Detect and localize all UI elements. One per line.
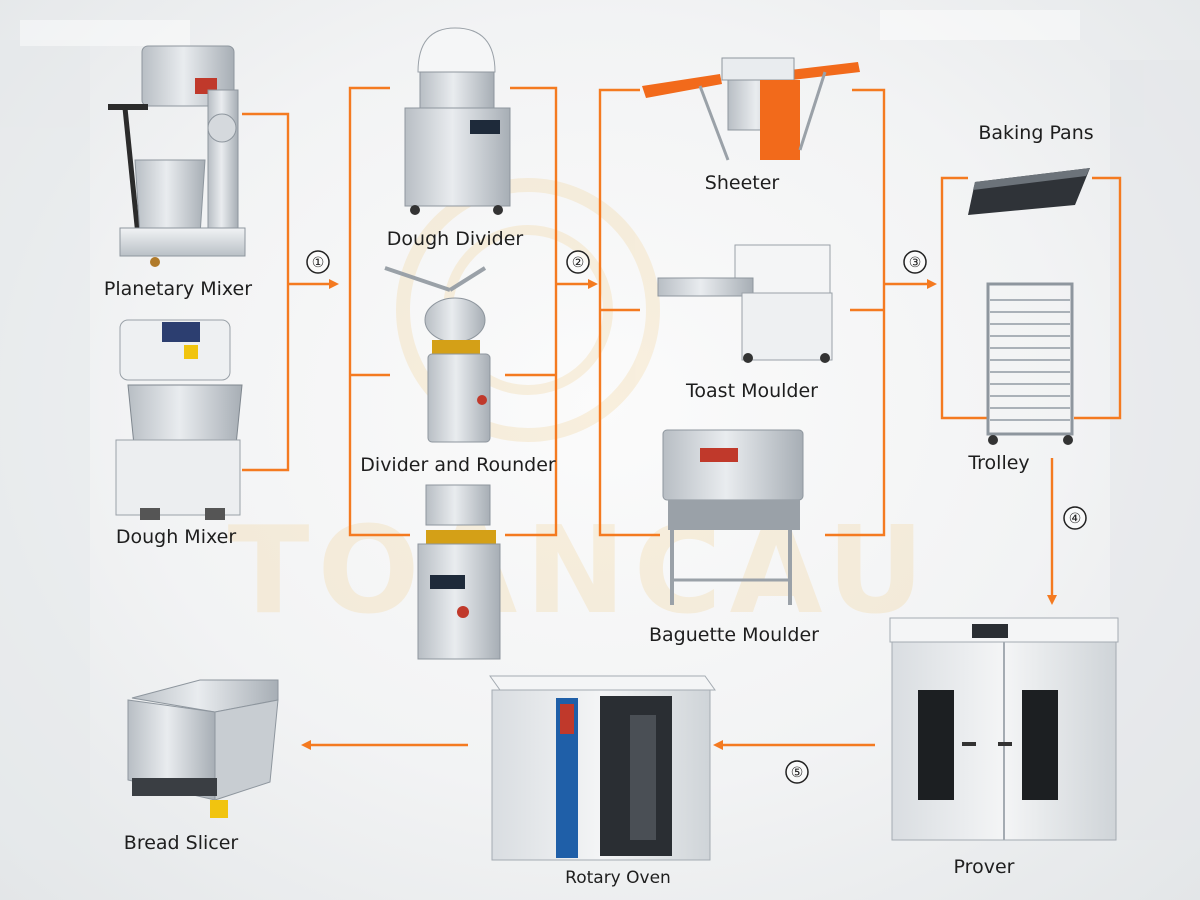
step-5-number: ⑤ xyxy=(791,765,804,781)
dough-divider-label: Dough Divider xyxy=(386,228,524,250)
baking-pans-label: Baking Pans xyxy=(978,122,1094,144)
step-markers: ① ② ③ ④ ⑤ xyxy=(306,250,1087,784)
dough-mixer-image xyxy=(115,319,243,520)
step-3-marker: ③ xyxy=(903,250,927,274)
bread-slicer-label: Bread Slicer xyxy=(123,832,239,854)
dough-mixer-label: Dough Mixer xyxy=(115,526,237,548)
planetary-mixer-label: Planetary Mixer xyxy=(103,278,253,300)
divider-rounder-label: Divider and Rounder xyxy=(360,454,556,476)
step-1-marker: ① xyxy=(306,250,330,274)
step-3-number: ③ xyxy=(909,255,922,271)
bread-slicer-image xyxy=(127,679,279,818)
dough-divider-image xyxy=(404,27,511,215)
prover-image xyxy=(889,617,1119,841)
sheeter-label: Sheeter xyxy=(704,172,780,194)
step-5-marker: ⑤ xyxy=(785,760,809,784)
connector-lines xyxy=(242,86,1122,750)
rotary-oven-label: Rotary Oven xyxy=(565,868,671,888)
planetary-mixer-image xyxy=(108,45,246,267)
trolley-image xyxy=(986,282,1074,445)
background xyxy=(0,10,1200,860)
step-2-number: ② xyxy=(572,255,585,271)
sheeter-image xyxy=(642,57,860,161)
divider-rounder-automatic-image xyxy=(417,484,501,660)
trolley-label: Trolley xyxy=(968,452,1030,474)
toast-moulder-label: Toast Moulder xyxy=(686,380,818,402)
step-2-marker: ② xyxy=(566,250,590,274)
toast-moulder-image xyxy=(657,244,833,363)
baking-pans-image xyxy=(968,168,1090,215)
step-1-number: ① xyxy=(312,255,325,271)
step-4-number: ④ xyxy=(1069,511,1082,527)
step-4-marker: ④ xyxy=(1063,506,1087,530)
rotary-oven-image xyxy=(489,675,716,861)
watermark-text: TOANCAU xyxy=(228,502,933,641)
prover-label: Prover xyxy=(953,856,1015,878)
divider-rounder-image xyxy=(384,266,491,443)
baguette-moulder-image xyxy=(662,429,804,605)
baguette-moulder-label: Baguette Moulder xyxy=(649,624,819,646)
